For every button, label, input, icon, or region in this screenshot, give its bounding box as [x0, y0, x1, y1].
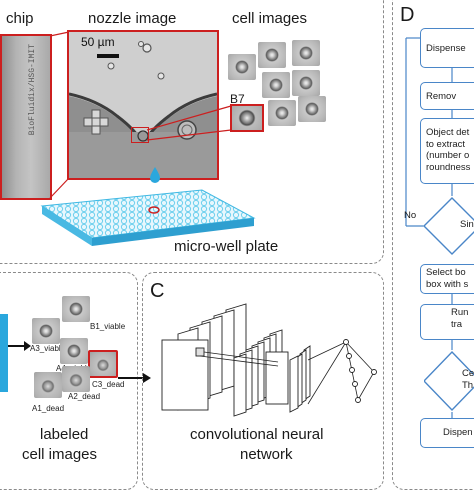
flow-box-object-detection: Object det to extract (number o roundnes…: [420, 118, 474, 184]
cell-image: [228, 54, 256, 80]
panel-b-caption-line1: labeled: [40, 426, 89, 443]
flow-box-dispense-final: Dispen: [420, 418, 474, 448]
chip-photo: BioFluidix/HSG-IMIT: [0, 34, 52, 200]
flow-box-text: Dispense: [426, 43, 466, 54]
cell-images-label: cell images: [232, 10, 308, 27]
cell-image: [262, 72, 290, 98]
labeled-cell-image: [32, 318, 60, 344]
scale-bar: [97, 54, 119, 58]
panel-c-caption-line1: convolutional neural: [190, 426, 324, 443]
flow-box-select-bounding: Select bo box with s: [420, 264, 474, 294]
flow-decision-text: Ce Th: [462, 368, 474, 391]
panel-a-connectors: [49, 31, 232, 199]
nozzle-highlight-box: [131, 127, 149, 143]
cell-image: [292, 40, 320, 66]
flow-box-text: Remov: [426, 91, 457, 102]
labeled-cell-image: [62, 366, 90, 392]
cell-label: A1_dead: [32, 404, 65, 413]
flow-box-text: Dispen: [443, 427, 473, 438]
labeled-cell-image: [62, 296, 90, 322]
cell-label: C3_dead: [92, 380, 125, 389]
panel-b-left-bar: [0, 314, 8, 392]
b7-zoom: [230, 104, 264, 132]
panel-c-letter: C: [150, 280, 165, 302]
panel-a-border: [0, 0, 384, 264]
flow-box-run-training: Run tra: [420, 304, 474, 340]
b7-label: B7: [230, 92, 245, 106]
labeled-cell-image: [60, 338, 88, 364]
nozzle-image: 50 µm: [67, 30, 219, 180]
arrow-right-icon: [8, 341, 31, 351]
cnn-diagram: [161, 303, 377, 417]
micro-well-plate-label: micro-well plate: [174, 238, 279, 255]
flow-box-text: Run tra: [451, 307, 469, 330]
micro-well-plate: [40, 189, 256, 246]
droplet-icon: [150, 167, 160, 183]
cell-image: [292, 70, 320, 96]
cell-label: B1_viable: [90, 322, 126, 331]
panel-c-caption-line2: network: [240, 446, 293, 463]
flow-box-text: Select bo box with s: [426, 267, 469, 290]
chip-label: chip: [6, 10, 34, 27]
nozzle-drawing: [69, 32, 217, 178]
flow-box-dispense: Dispense: [420, 28, 474, 68]
panel-b-caption-line2: cell images: [22, 446, 98, 463]
labeled-cell-image: [34, 372, 62, 398]
cell-image: [258, 42, 286, 68]
arrow-right-icon: [118, 373, 151, 383]
scale-label: 50 µm: [81, 35, 115, 49]
flow-decision-single: [424, 197, 474, 255]
panel-d-letter: D: [400, 4, 415, 26]
cell-label: A2_dead: [68, 392, 101, 401]
flow-no-label: No: [404, 210, 417, 221]
cell-image: [268, 100, 296, 126]
flow-box-remove: Remov: [420, 82, 474, 110]
flow-decision-cell-threshold: [424, 350, 474, 412]
cell-image: [298, 96, 326, 122]
cell-label: A3_viable: [30, 344, 66, 353]
flow-box-text: Object det to extract (number o roundnes…: [426, 127, 471, 173]
nozzle-image-label: nozzle image: [88, 10, 177, 27]
flow-decision-text: Sin: [460, 219, 474, 230]
labeled-cell-image: [88, 350, 118, 378]
